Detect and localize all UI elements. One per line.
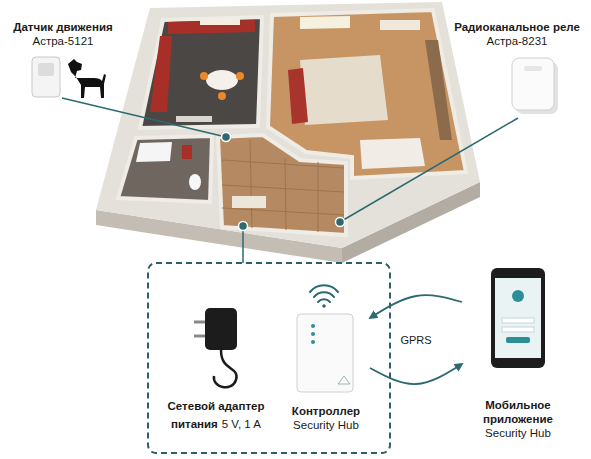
device-name: Контроллер <box>292 404 360 418</box>
dog-silhouette <box>68 59 106 98</box>
living-floor <box>268 10 466 178</box>
relay-node: Радиоканальное релеАстра-8231 <box>447 20 587 48</box>
toilet <box>189 174 201 190</box>
label-group: КонтроллерSecurity Hub <box>292 404 360 432</box>
label-group: Радиоканальное релеАстра-8231 <box>454 20 580 48</box>
relay-body <box>512 58 554 110</box>
phone-body <box>491 268 545 368</box>
sensor-node: Датчик движенияАстра-5121 <box>4 20 122 48</box>
leader-line <box>62 98 226 137</box>
status-led <box>311 340 315 344</box>
window <box>200 19 240 25</box>
bathtub <box>136 142 172 162</box>
device-name: Мобильное приложение <box>468 398 568 426</box>
phone-icon <box>491 268 545 368</box>
phone-screen <box>495 278 541 358</box>
link-label: GPRS <box>398 334 433 346</box>
appliance <box>176 116 212 122</box>
bathroom-floor <box>118 136 212 202</box>
adapter-cable <box>214 350 237 387</box>
device-model: Астра-8231 <box>454 34 580 48</box>
leader-dot <box>336 218 345 227</box>
wifi-symbol <box>310 285 338 302</box>
adapter-prong <box>194 321 206 324</box>
device-name: Радиоканальное реле <box>454 20 580 34</box>
leader-line <box>340 118 518 222</box>
sensor-lens <box>38 63 54 76</box>
chair <box>200 72 208 80</box>
relay-icon <box>512 58 558 114</box>
label-group: Мобильное приложениеSecurity Hub <box>468 398 568 440</box>
chair <box>236 72 244 80</box>
chair <box>218 92 226 100</box>
motion-sensor-icon <box>32 57 60 97</box>
leader-line <box>242 226 244 263</box>
leader-dot <box>239 222 248 231</box>
counter <box>380 20 420 30</box>
status-led <box>311 324 315 328</box>
app-node: Мобильное приложениеSecurity Hub <box>462 262 574 440</box>
label-group: Сетевой адаптер питания5 V, 1 A <box>164 396 268 432</box>
status-led <box>311 332 315 336</box>
wall-top <box>96 2 480 248</box>
sensor-body <box>32 57 60 97</box>
kitchen-cabinet <box>168 20 255 34</box>
towel <box>182 145 192 159</box>
leader-dots <box>222 133 345 231</box>
power-adapter-icon <box>194 308 237 387</box>
leader-dot <box>222 133 231 142</box>
app-field <box>502 327 534 332</box>
device-model: Астра-5121 <box>13 34 112 48</box>
leader-lines <box>62 98 518 263</box>
device-model: 5 V, 1 A <box>222 418 261 430</box>
controller-node: КонтроллерSecurity Hub <box>282 282 370 432</box>
relay-detail <box>524 66 542 71</box>
wifi-dot <box>322 304 326 308</box>
dashed-enclosure <box>148 263 390 453</box>
data-link-arrow <box>370 295 462 384</box>
adapter-node: Сетевой адаптер питания5 V, 1 A <box>160 282 272 432</box>
device-name: Датчик движения <box>13 20 112 34</box>
label-group: Датчик движенияАстра-5121 <box>13 20 112 48</box>
device-model: Security Hub <box>468 426 568 440</box>
app-logo <box>512 290 524 302</box>
cabinet <box>232 196 266 208</box>
adapter-body <box>205 308 237 350</box>
wall-unit <box>425 40 452 140</box>
adapter-prong <box>194 335 206 338</box>
device-model: Security Hub <box>292 418 360 432</box>
rug <box>300 55 388 125</box>
app-button <box>506 337 530 343</box>
kitchen-cabinet <box>150 36 172 112</box>
table <box>206 70 238 90</box>
controller-logo <box>338 376 350 384</box>
kitchen-floor <box>140 17 262 128</box>
controller-icon <box>297 285 353 392</box>
controller-body <box>297 314 353 392</box>
sofa <box>288 68 308 124</box>
app-field <box>502 318 534 323</box>
bed <box>360 138 425 169</box>
window <box>300 16 350 29</box>
house-illustration <box>96 2 480 263</box>
